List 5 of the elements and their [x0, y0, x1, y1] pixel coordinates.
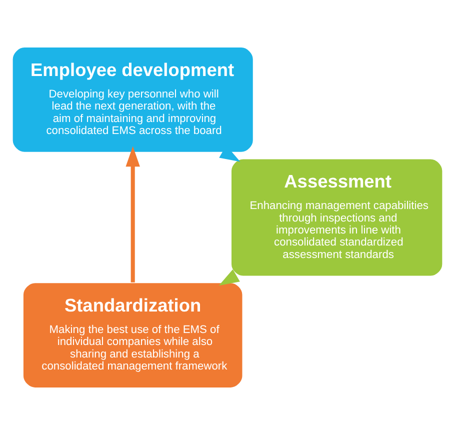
arrow: [126, 146, 140, 282]
node-box: Standardization Making the best use of the EMS of individual companies while also sharing and establishing a consolidated management framework: [22, 282, 244, 388]
arrow: [218, 268, 240, 286]
node-box: Employee development Developing key personnel who will lead the next generation, with the aim of maintaining and improving consolidated EMS across the board: [12, 46, 254, 152]
node-box: Assessment Enhancing management capabilities through inspections and improvements in line with consolidated standardized assessment standards: [230, 158, 444, 276]
